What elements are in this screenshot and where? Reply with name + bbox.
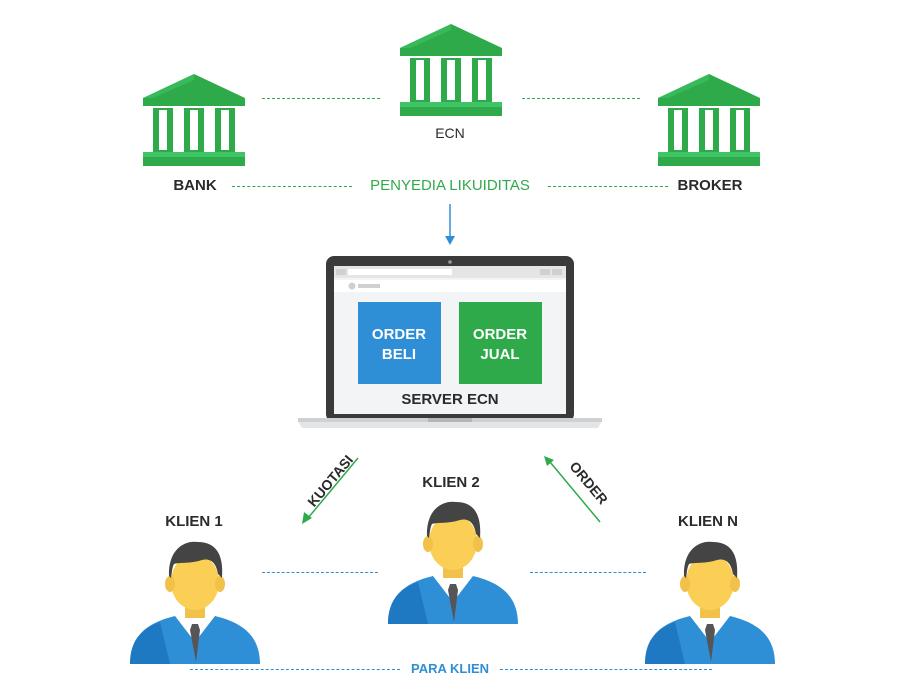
buy-order-line-2: BELI	[382, 346, 416, 363]
client-1-label: KLIEN 1	[165, 513, 223, 530]
buy-order-line-1: ORDER	[372, 326, 426, 343]
sell-order-line-2: JUAL	[480, 346, 519, 363]
client-n-avatar-icon	[645, 541, 775, 664]
liquidity-providers-label: PENYEDIA LIKUIDITAS	[370, 177, 530, 194]
broker-label: BROKER	[677, 177, 743, 194]
connector-bank-providers	[232, 186, 352, 187]
connector-clients-left	[190, 669, 400, 670]
server-label: SERVER ECN	[401, 391, 498, 408]
order-arrow-icon	[544, 456, 601, 523]
ecn-bank-icon	[400, 24, 502, 116]
down-arrow-icon	[445, 204, 455, 245]
clients-group-label: PARA KLIEN	[411, 661, 489, 676]
sell-order-line-1: ORDER	[473, 326, 527, 343]
sell-order-box	[459, 302, 542, 384]
ecn-label: ECN	[435, 125, 465, 141]
broker-bank-icon	[658, 74, 760, 166]
connector-providers-broker	[548, 186, 668, 187]
connector-client2-clientn	[530, 572, 646, 573]
quotes-label: KUOTASI	[304, 452, 356, 510]
connector-bank-ecn	[262, 98, 380, 99]
order-label: ORDER	[566, 458, 611, 507]
bank-label: BANK	[173, 177, 217, 194]
client-2-label: KLIEN 2	[422, 474, 480, 491]
client-1-avatar-icon	[130, 541, 260, 664]
bank-icon	[143, 74, 245, 166]
client-n-label: KLIEN N	[678, 513, 738, 530]
laptop-icon	[298, 256, 602, 428]
quotes-arrow-icon	[302, 457, 359, 524]
connector-clients-right	[500, 669, 712, 670]
connector-client1-client2	[262, 572, 378, 573]
client-2-avatar-icon	[388, 501, 518, 624]
buy-order-box	[358, 302, 441, 384]
connector-ecn-broker	[522, 98, 640, 99]
